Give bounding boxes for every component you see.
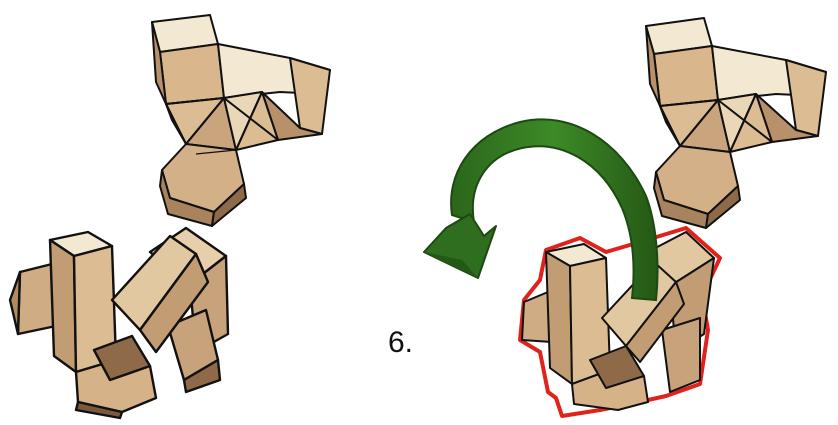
right-top-puzzle-piece xyxy=(646,18,826,228)
step-number-label: 6. xyxy=(388,328,413,358)
left-top-puzzle-piece xyxy=(152,15,330,226)
left-bottom-puzzle-piece xyxy=(10,228,228,418)
right-bottom-highlighted-puzzle-piece xyxy=(520,228,720,416)
